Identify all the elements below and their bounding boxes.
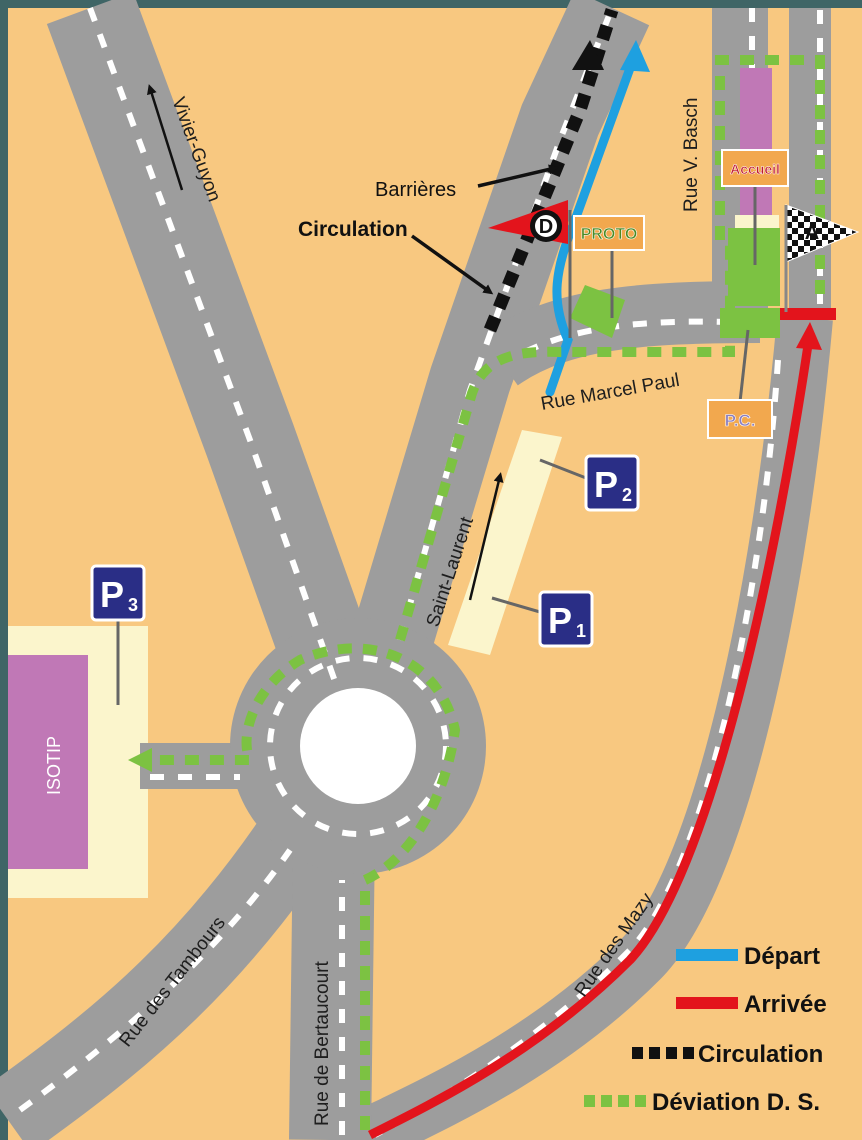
p1-letter: P [548,600,572,641]
pc-label: P.C. [725,411,756,430]
accueil-label: Accueil [730,161,780,177]
arrival-flag: A [784,204,860,312]
p3-letter: P [100,574,124,615]
legend-item-deviation: Déviation D. S. [584,1089,820,1116]
proto-label: PROTO [581,226,638,243]
barrieres-label: Barrières [375,179,456,201]
legend-item-depart: Départ [676,943,820,970]
annotation-arrows [147,84,559,601]
legend: Départ Arrivée Circulation Déviation D. … [584,943,827,1116]
p3-number: 3 [128,595,138,615]
isotip-building [8,655,88,869]
circulation-arrowhead [572,40,604,70]
parking-lot-saint-laurent [448,430,562,655]
pc-sign: P.C. [707,399,773,439]
sign-posts [116,185,757,705]
proto-sign: PROTO [573,215,645,251]
deviation-arrowhead [128,748,152,772]
deviation-route [150,55,825,1130]
depart-flag: D [488,200,568,244]
p1-number: 1 [576,621,586,641]
arrivee-route [367,344,813,1140]
finish-line [780,308,836,320]
legend-label-circulation: Circulation [698,1041,823,1068]
parking-sign-p2: P 2 [584,454,640,512]
roundabout-ring-line [267,655,449,837]
street-label-rue-de-bertaucourt: Rue de Bertaucourt [312,961,333,1126]
roundabout-island [300,688,416,804]
legend-label-depart: Départ [744,943,820,970]
legend-label-deviation: Déviation D. S. [652,1089,820,1116]
street-label-rue-v-basch: Rue V. Basch [681,98,702,212]
accueil-sign: Accueil [721,149,789,187]
legend-item-circulation: Circulation [632,1041,823,1068]
p2-letter: P [594,464,618,505]
parking-sign-p3: P 3 [90,564,146,622]
circulation-annotation-label: Circulation [298,218,408,241]
circulation-route [483,8,619,333]
depart-flag-letter: D [539,216,553,238]
legend-label-arrivee: Arrivée [744,991,827,1018]
arrivee-arrowhead [796,322,822,350]
parking-sign-p1: P 1 [538,590,594,648]
isotip-label: ISOTIP [44,736,64,795]
depart-route [545,55,638,397]
arrival-flag-letter: A [805,222,819,244]
p2-number: 2 [622,485,632,505]
depart-arrowhead [620,40,650,72]
legend-item-arrivee: Arrivée [676,991,827,1018]
